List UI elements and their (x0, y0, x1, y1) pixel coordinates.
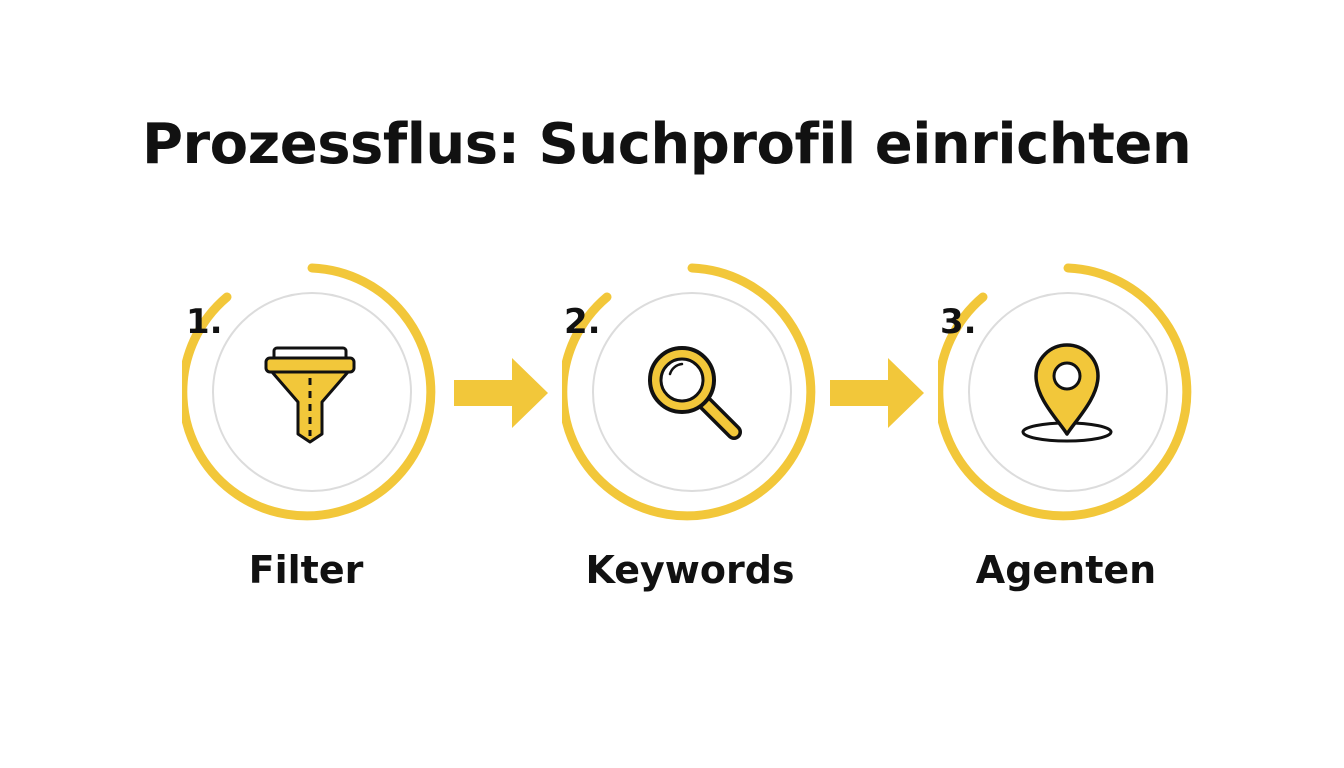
magnifier-icon (648, 346, 742, 440)
step-number: 2. (564, 302, 601, 342)
step-1 (182, 262, 442, 522)
step-2 (562, 262, 822, 522)
step-number: 3. (940, 302, 977, 342)
arrow-right-icon (454, 358, 548, 428)
step-label-filter: Filter (248, 548, 364, 592)
step-3 (938, 262, 1198, 522)
step-ring (562, 263, 816, 521)
page-title: Prozessflus: Suchprofil einrichten (142, 112, 1192, 177)
step-number: 1. (186, 302, 223, 342)
step-label-agenten: Agenten (975, 548, 1157, 592)
funnel-icon (264, 346, 356, 444)
step-label-keywords: Keywords (585, 548, 795, 592)
step-ring (182, 263, 436, 521)
arrow-right-icon (830, 358, 924, 428)
step-ring (938, 263, 1192, 521)
location-pin-icon (1021, 343, 1113, 443)
